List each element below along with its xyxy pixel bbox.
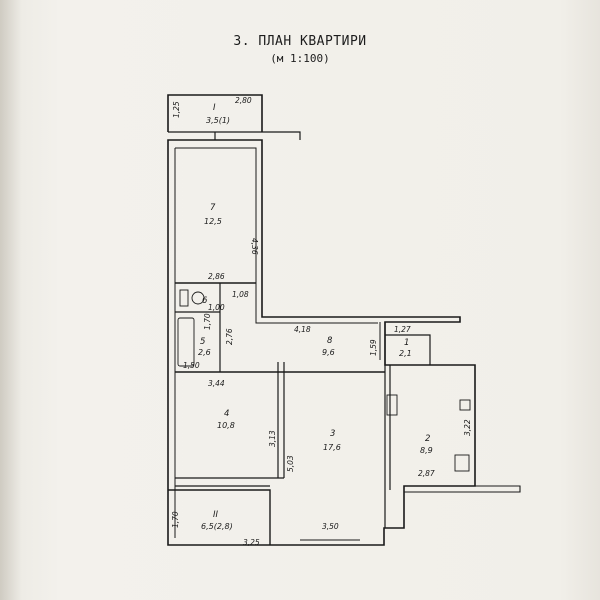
windows [205, 485, 360, 546]
balcony-i-rail [168, 131, 301, 140]
room-2-area: 8,9 [420, 446, 433, 455]
room-8-number: 8 [327, 336, 333, 346]
dim-1-27: 1,27 [394, 325, 411, 334]
kitchen-fixture [459, 399, 471, 411]
dim-2-86: 2,86 [208, 272, 225, 281]
room-i-number: I [213, 103, 216, 113]
dim-5-03: 5,03 [286, 455, 295, 472]
room-3-area: 17,6 [323, 443, 341, 452]
dim-1-00: 1,00 [208, 303, 225, 312]
kitchen-sink [386, 394, 398, 416]
room-ii-area: 6,5(2,8) [201, 522, 233, 531]
plan-scale: (м 1:100) [270, 52, 330, 65]
dim-1-08: 1,08 [232, 290, 249, 299]
dim-3-25: 3,25 [243, 538, 260, 547]
dim-3-22: 3,22 [463, 419, 472, 436]
wall-4-bottom [175, 477, 284, 487]
stove [454, 454, 470, 472]
dim-1-25: 1,25 [172, 101, 181, 118]
walls [167, 94, 521, 546]
room-1-number: 1 [404, 338, 409, 348]
washbasin [179, 289, 189, 307]
wall-bath-toilet [175, 283, 221, 372]
dim-1-59: 1,59 [369, 339, 378, 356]
room-5-number: 5 [200, 337, 205, 347]
dim-3-44: 3,44 [208, 379, 225, 388]
room-7-area: 12,5 [204, 217, 222, 226]
bathtub [177, 317, 195, 367]
room-8-area: 9,6 [322, 348, 335, 357]
dim-3-50: 3,50 [322, 522, 339, 531]
room-5-area: 2,6 [198, 348, 211, 357]
dim-2-76: 2,76 [225, 328, 234, 345]
room-1-area: 2,1 [399, 349, 412, 358]
dim-2-80: 2,80 [235, 96, 252, 105]
balcony-2-rail [404, 485, 521, 493]
wall-room-ii [168, 489, 271, 545]
room-ii-number: II [213, 510, 219, 520]
toilet-bowl [191, 291, 205, 305]
room-4-number: 4 [224, 409, 229, 419]
room-6-number: 6 [202, 296, 208, 306]
inner-wall-line [174, 147, 378, 538]
dim-1-70-b: 1,70 [171, 511, 180, 528]
room-4-area: 10,8 [217, 421, 235, 430]
dim-4-36: 4,36 [250, 238, 259, 255]
dim-1-50: 1,50 [183, 361, 200, 370]
room-i-area: 3,5(1) [206, 116, 230, 125]
wall-4-3 [277, 362, 285, 478]
wall-3-2 [384, 322, 391, 528]
dim-3-13: 3,13 [268, 430, 277, 447]
dim-1-70: 1,70 [203, 313, 212, 330]
fixtures [177, 289, 471, 472]
dim-4-18: 4,18 [294, 325, 311, 334]
room-3-number: 3 [330, 429, 335, 439]
wall-room-1 [385, 334, 431, 365]
room-7-number: 7 [210, 203, 216, 213]
plan-title: 3. ПЛАН КВАРТИРИ [233, 34, 367, 49]
outer-wall [167, 139, 476, 546]
room-2-number: 2 [425, 434, 430, 444]
balcony-i-outline [167, 94, 263, 132]
dim-2-87: 2,87 [418, 469, 435, 478]
